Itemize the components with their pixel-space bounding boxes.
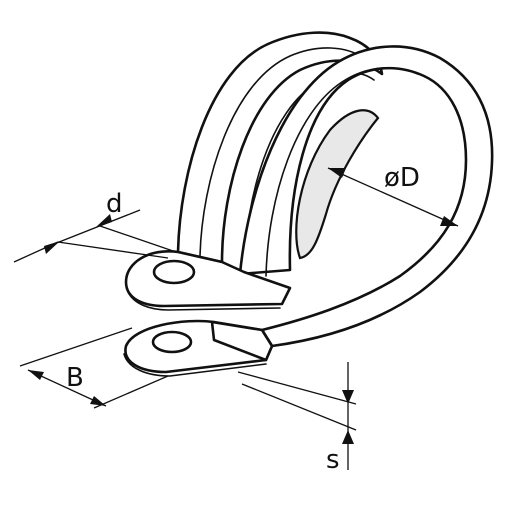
upper-lug-edge <box>127 291 281 311</box>
dim-d-ext-2 <box>57 241 169 259</box>
dim-d-arrow-right <box>96 214 112 227</box>
dim-s-arrow-lower <box>342 430 354 444</box>
dim-s-arrow-upper <box>342 390 354 404</box>
clamp-bore <box>295 109 380 260</box>
dim-b-ext-1 <box>19 327 133 367</box>
dim-d-line <box>43 209 141 249</box>
dim-b-arrow-lower <box>90 396 106 406</box>
lining-stripe-1 <box>199 47 365 257</box>
dim-b-arrow-upper <box>28 370 44 380</box>
dim-s-ext-1 <box>237 371 357 405</box>
dim-b-ext-2 <box>93 375 169 409</box>
label-diameter: øD <box>384 163 420 193</box>
upper-lug-hole <box>152 259 196 285</box>
dim-diameter-line <box>327 167 459 227</box>
lower-lug-hole <box>151 330 193 354</box>
label-s: s <box>326 445 340 475</box>
label-b: B <box>66 363 84 393</box>
band-edge-line <box>265 67 419 277</box>
label-d: d <box>106 189 123 219</box>
lug-strap <box>210 320 274 362</box>
dim-d-ext-3 <box>99 225 177 253</box>
lower-lug-edge <box>123 353 267 377</box>
dim-diameter-arrow-upper <box>328 168 346 178</box>
dim-s-ext-2 <box>241 383 357 431</box>
dim-d-arrow-left <box>44 241 60 254</box>
dim-diameter-arrow-lower <box>440 216 458 226</box>
